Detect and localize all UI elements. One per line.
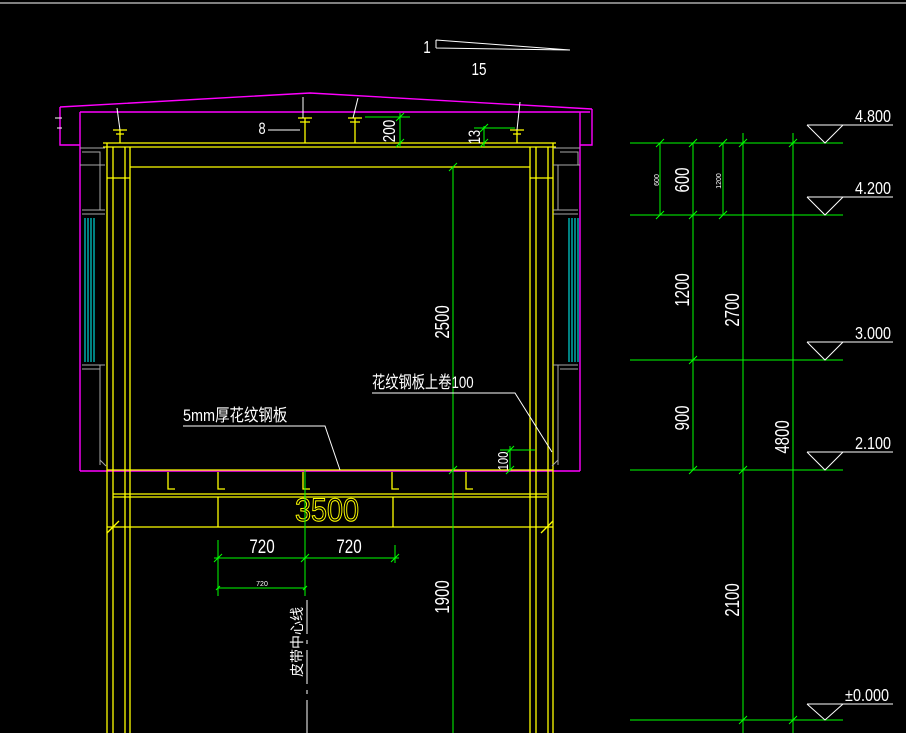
dim-line-100: [500, 445, 535, 475]
roof-slope-symbol: 1 15: [423, 38, 571, 80]
elevation-3000: 3.000: [855, 324, 891, 344]
purlin-3-rod: [352, 97, 359, 119]
slope-wedge: [435, 39, 571, 51]
elevation-symbol-0000: [806, 703, 893, 721]
plate-turnup-note: 花纹钢板上卷100: [372, 372, 474, 392]
dim-600-small: 600: [654, 174, 661, 186]
dim-4800: 4800: [771, 420, 794, 453]
elevation-symbol-3000: [806, 341, 893, 361]
purlin-4-rod: [516, 101, 521, 131]
left-eave: [59, 107, 80, 146]
roof-line: [59, 92, 593, 110]
elevation-4800: 4.800: [855, 107, 891, 127]
elevation-2100: 2.100: [855, 434, 891, 454]
purlin-2: [298, 117, 312, 143]
roof-purlins: 8: [113, 97, 524, 143]
purlin-1-rod: [116, 107, 121, 131]
dim-line-600-small: [655, 138, 665, 220]
plate-leader: [183, 425, 341, 471]
purlin-3: [348, 117, 362, 143]
left-wall-details: [80, 147, 107, 467]
right-dimensions: 600 600 1200 900 1200 2700 2100 4800: [630, 133, 843, 733]
dim-1200-small: 1200: [716, 173, 723, 189]
dim-2100: 2100: [721, 583, 744, 616]
elevation-4200: 4.200: [855, 179, 891, 199]
right-eave: [580, 109, 593, 146]
plate-note: 5mm厚花纹钢板: [183, 406, 288, 425]
elevation-markers: 4.800 4.200 3.000 2.100 ±0.000: [806, 107, 893, 721]
center-dimensions: 2500 1900 200 13 100: [365, 112, 535, 733]
dim-720-left: 720: [249, 535, 274, 557]
dim-line-4800: [788, 133, 798, 733]
dim-line-720: [213, 470, 400, 596]
dim-900: 900: [671, 405, 694, 430]
dim-600: 600: [671, 167, 694, 192]
belt-centerline-label: 皮带中心线: [289, 607, 305, 677]
dim-1200: 1200: [671, 273, 694, 306]
dim-13: 13: [465, 130, 484, 144]
left-column: [106, 143, 131, 733]
steel-frame: [103, 142, 556, 733]
dim-1900: 1900: [431, 580, 454, 613]
purlin-label: 8: [258, 119, 265, 138]
level-extension-lines: [630, 142, 843, 721]
left-window: [84, 218, 95, 362]
dim-2500: 2500: [431, 305, 454, 338]
dim-line-2500-1900: [448, 162, 458, 733]
slope-run-label: 15: [471, 60, 486, 79]
plate-turnup-leader: [372, 392, 553, 453]
elevation-0000: ±0.000: [845, 686, 889, 706]
left-wall-frame: [80, 147, 107, 467]
dim-line-13: [474, 123, 515, 148]
notes: 花纹钢板上卷100 5mm厚花纹钢板 皮带中心线: [183, 372, 553, 733]
eave-dimension-mark: [55, 117, 62, 129]
dim-2700: 2700: [721, 293, 744, 326]
right-window: [568, 218, 579, 362]
dim-line-200: [365, 112, 410, 148]
bottom-dimensions: 3500 720 720 720: [213, 470, 400, 596]
right-column: [529, 143, 554, 733]
dim-line-1200-small: [718, 138, 728, 220]
floor-beam: [107, 469, 553, 528]
floor-purlin-hooks: [167, 472, 473, 490]
dim-line-600-1200-900: [688, 138, 698, 475]
elevation-symbol-4200: [806, 196, 893, 216]
elevation-symbol-4800: [806, 124, 893, 144]
dim-720-small: 720: [256, 581, 268, 588]
roof-and-wall-outline: [55, 92, 593, 472]
dim-200: 200: [380, 120, 399, 143]
dim-line-720-small: [215, 585, 308, 591]
dim-100: 100: [494, 452, 511, 471]
floor-beam-stiffeners: [217, 497, 394, 527]
dim-line-2700-2100: [738, 133, 748, 733]
right-wall-frame: [551, 147, 580, 467]
right-wall-details: [551, 147, 580, 467]
dim-720-right: 720: [336, 535, 361, 557]
slope-rise-label: 1: [423, 38, 431, 57]
column-break-ticks: [106, 520, 554, 534]
elevation-symbol-2100: [806, 451, 893, 471]
